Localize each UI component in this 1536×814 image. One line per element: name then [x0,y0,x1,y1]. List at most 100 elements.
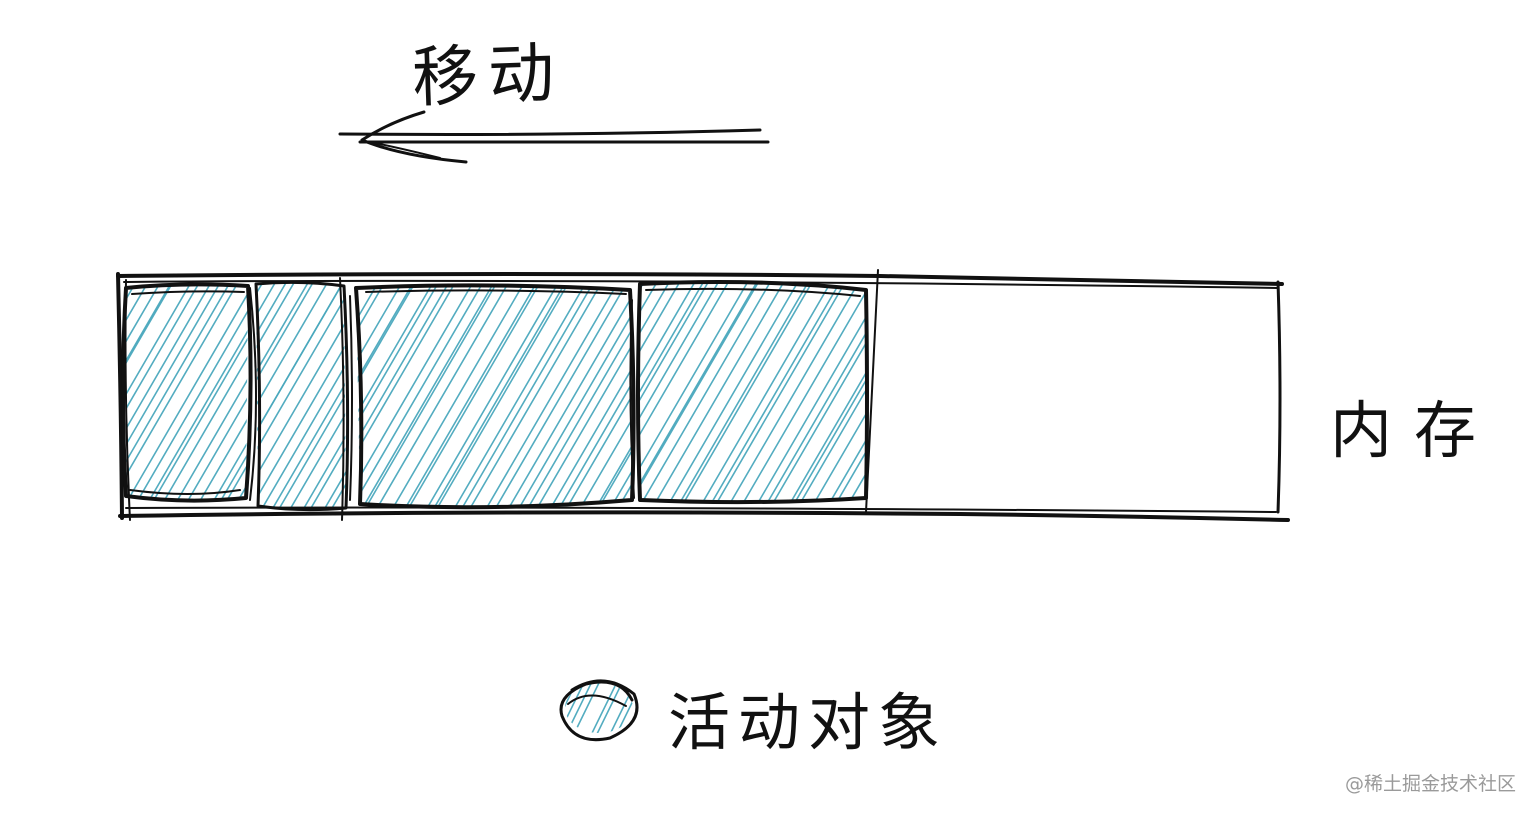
hatch-stroke [783,282,866,503]
hatch-stroke [150,264,304,528]
hatch-stroke [137,284,248,501]
hatch-stroke [0,264,72,520]
hatch-stroke [421,285,578,508]
hatch-stroke [126,284,160,501]
hatch-stroke [863,282,866,503]
hatch-stroke [256,282,346,510]
hatch-stroke [404,260,555,520]
hatch-stroke [586,285,632,508]
hatch-stroke [256,282,325,510]
hatch-stroke [126,284,134,501]
hatch-stroke [392,285,549,508]
hatch-stroke [396,285,552,508]
hatch-stroke [0,264,122,520]
hatch-stroke [640,282,694,503]
hatch-stroke [524,285,632,508]
hatch-stroke [538,285,632,508]
hatch-stroke [291,282,346,510]
hatch-stroke [457,285,614,508]
hatch-stroke [892,260,1043,520]
hatch-stroke [126,284,211,501]
hatch-stroke [747,282,866,503]
hatch-stroke [256,282,346,510]
hatch-stroke [515,285,632,508]
hatch-stroke [86,264,240,528]
hatch-stroke [126,284,185,501]
hatch-stroke [483,285,632,508]
object-block-1 [121,282,253,503]
hatch-stroke [762,282,866,503]
hatch-stroke [126,284,248,501]
hatch-stroke [602,683,633,733]
memory-bar [116,272,1290,522]
hatch-stroke [126,284,172,501]
hatch-stroke [503,672,540,748]
hatch-stroke [7,264,161,528]
hatch-stroke [280,264,429,520]
hatch-stroke [640,282,683,503]
hatch-stroke [640,282,722,503]
hatch-stroke [565,683,598,733]
hatch-stroke [278,282,346,510]
left-arrow-icon [338,110,770,164]
hatch-stroke [875,260,1026,520]
hatch-stroke [779,282,866,503]
hatch-stroke [474,285,630,508]
hatch-stroke [640,282,733,503]
hatch-stroke [669,282,822,503]
hatch-stroke [256,282,346,510]
legend-label: 活动对象 [668,686,949,759]
hatch-stroke [619,683,633,733]
hatch-stroke [256,282,298,510]
hatch-stroke [567,285,632,508]
hatch-stroke [214,284,248,501]
hatch-stroke [506,285,632,508]
hatch-stroke [298,282,346,510]
hatch-stroke [126,284,248,501]
hatch-stroke [640,282,742,503]
hatch-stroke [658,282,812,503]
hatch-stroke [256,282,287,510]
hatch-fill-block-4 [404,260,1043,520]
hatch-stroke [414,285,571,508]
hatch-stroke [356,285,461,508]
hatch-stroke [356,285,390,508]
hatch-fill-block-3 [150,264,632,528]
object-block-2 [249,277,350,521]
hatch-stroke [0,264,28,520]
hatch-stroke [609,683,633,733]
hatch-stroke [126,284,223,501]
hatch-stroke [356,285,425,508]
hatch-stroke [36,264,190,528]
hatch-stroke [126,284,183,501]
hatch-stroke [16,264,170,528]
hatch-stroke [0,264,64,520]
hatch-stroke [126,284,242,501]
hatch-stroke [175,284,248,501]
hatch-stroke [449,285,606,508]
hatch-stroke [356,285,506,508]
hatch-stroke [838,282,866,503]
hatch-fill-block-2 [7,264,346,528]
hatch-stroke [356,285,445,508]
hatch-stroke [640,282,762,503]
hatch-stroke [424,285,581,508]
hatch-stroke [442,285,598,508]
hatch-stroke [356,285,397,508]
object-block-3 [349,283,636,510]
hatch-stroke [356,285,509,508]
hatch-stroke [640,282,771,503]
hatch-stroke [126,284,248,501]
hatch-stroke [260,282,346,510]
hatch-stroke [356,285,451,508]
hatch-stroke [167,264,321,528]
hatch-stroke [256,282,346,510]
hatch-stroke [256,282,306,510]
hatch-stroke [0,264,91,520]
hatch-stroke [803,282,866,503]
hatch-stroke [356,285,414,508]
hatch-stroke [566,683,606,733]
hatch-stroke [208,284,248,501]
hatch-stroke [756,282,866,503]
hatch-stroke [0,264,37,520]
